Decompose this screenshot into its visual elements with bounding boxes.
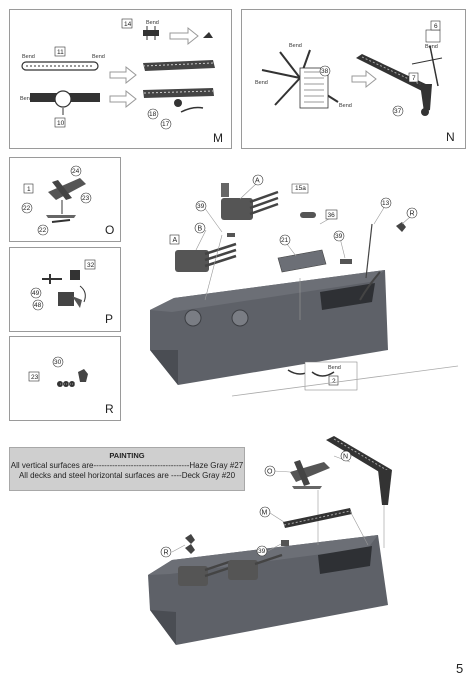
bend-label: Bend — [20, 96, 33, 102]
part-1-label: 1 — [27, 186, 31, 193]
bend-label: Bend — [146, 20, 159, 26]
bend-label: Bend — [22, 54, 35, 60]
part-6-label: 6 — [434, 23, 438, 30]
part-24-label: 24 — [72, 168, 80, 175]
part-10-label: 10 — [57, 120, 65, 127]
part-22-label: 22 — [23, 205, 31, 212]
panel-n-callouts: 6 38 7 37 Bend Bend Bend Bend — [255, 20, 441, 117]
part-37-label: 37 — [394, 108, 402, 115]
part-23-label: 23 — [31, 374, 39, 381]
part-17-label: 17 — [162, 121, 170, 128]
painting-line-vertical: All vertical surfaces are---------------… — [10, 461, 244, 470]
callout-2: 2 — [332, 378, 336, 385]
part-22-label: 22 — [39, 227, 47, 234]
panel-p-drawing — [42, 270, 86, 308]
callout-a-lower: A — [173, 237, 178, 244]
callout-n: N — [343, 454, 348, 461]
bend-label: Bend — [289, 43, 302, 49]
callout-o: O — [267, 469, 273, 476]
panel-m-drawing — [21, 26, 215, 115]
panel-r-callouts: 30 23 — [28, 356, 64, 382]
callout-b: B — [198, 226, 203, 233]
panel-n-label: N — [446, 130, 455, 144]
panel-p-callouts: 32 49 48 — [30, 259, 96, 311]
part-14-label: 14 — [124, 21, 132, 28]
final-callouts: N O M R 39 — [160, 450, 352, 558]
panel-p-label: P — [105, 312, 114, 326]
part-23-label: 23 — [82, 195, 90, 202]
painting-box: PAINTING All vertical surfaces are------… — [9, 447, 245, 491]
page-number: 5 — [456, 661, 464, 676]
bend-label: Bend — [328, 365, 341, 371]
panel-o-label: O — [105, 223, 115, 237]
callout-r: R — [410, 211, 415, 218]
bend-label: Bend — [92, 54, 105, 60]
panel-r-drawing — [57, 369, 88, 387]
part-7-label: 7 — [412, 75, 416, 82]
panel-p — [9, 247, 121, 332]
panel-o-callouts: 24 1 23 22 22 — [21, 165, 92, 236]
callout-15a: 15a — [295, 185, 306, 192]
callout-39: 39 — [335, 233, 343, 240]
section-divider — [231, 365, 459, 397]
bend-label: Bend — [425, 44, 438, 50]
bend-label: Bend — [255, 80, 268, 86]
callout-39: 39 — [197, 203, 205, 210]
part-49-label: 49 — [32, 290, 40, 297]
main-hull — [150, 270, 388, 385]
panel-m — [9, 9, 232, 149]
callout-36: 36 — [328, 212, 336, 219]
painting-title: PAINTING — [109, 451, 145, 460]
painting-line-decks: All decks and steel horizontal surfaces … — [18, 471, 236, 480]
callout-39: 39 — [258, 548, 266, 555]
bend-label: Bend — [339, 103, 352, 109]
callout-21: 21 — [281, 237, 289, 244]
part-18-label: 18 — [149, 111, 157, 118]
callout-m: M — [262, 510, 268, 517]
panel-o — [9, 157, 121, 242]
panel-r — [9, 336, 121, 421]
main-callouts: A 39 15a 36 13 R A B 21 39 2 Bend — [169, 174, 418, 386]
panel-m-callouts: 14 11 10 18 17 Bend Bend Bend Bend — [20, 18, 172, 130]
part-48-label: 48 — [34, 302, 42, 309]
panel-o-drawing — [46, 178, 86, 223]
panel-m-label: M — [213, 131, 223, 145]
part-32-label: 32 — [87, 262, 95, 269]
callout-r: R — [164, 550, 169, 557]
panel-r-label: R — [105, 402, 114, 416]
part-30-label: 30 — [54, 359, 62, 366]
callout-a-upper: A — [255, 178, 260, 185]
part-38-label: 38 — [321, 68, 329, 75]
callout-13: 13 — [382, 200, 390, 207]
part-11-label: 11 — [57, 49, 64, 56]
